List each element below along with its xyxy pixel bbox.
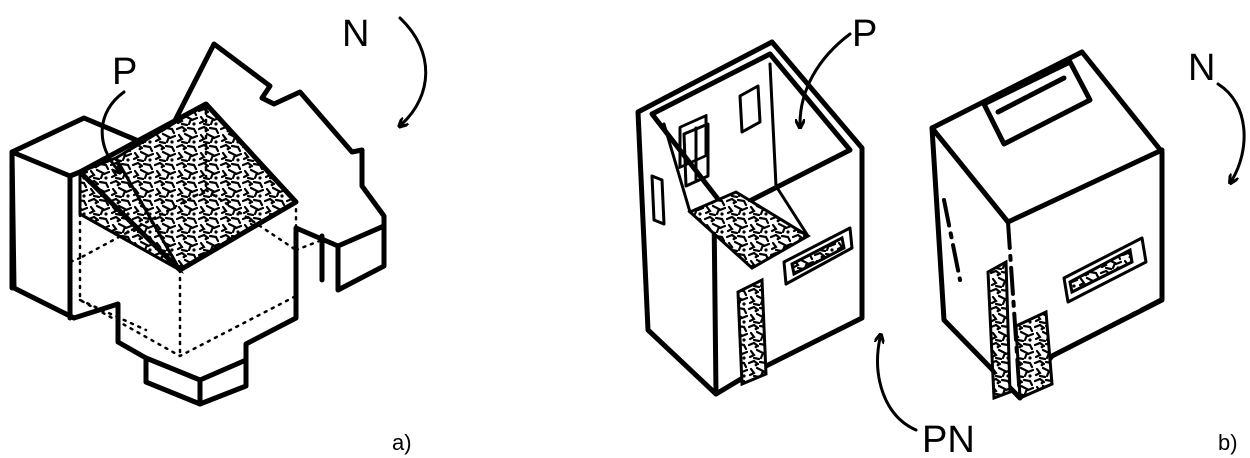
right-wing [319,223,387,283]
building-outline [9,41,387,407]
pn-arrow [878,338,918,432]
house-door [986,259,1012,401]
p-arrow-b [800,32,852,124]
label-p: P [112,51,137,93]
n-arrow [400,16,428,124]
open-room-sketch [635,39,865,397]
skylight [981,59,1093,147]
bottom-wing [143,355,249,407]
house-roof-edge [929,125,1165,225]
n-arrow-b [1216,82,1246,180]
figure-b: P PN N b) [635,13,1246,458]
room-window [782,226,854,286]
room-outline [635,39,865,397]
room-front-corner [711,207,719,397]
room-door [736,277,768,387]
figure-a: P N a) [9,13,428,455]
inner-wall-right [768,62,810,238]
courtyard-building-sketch [9,41,387,407]
room-floor [687,190,811,270]
inner-window-1-shape [682,122,710,188]
inner-wall-left [662,122,692,214]
closed-house-sketch [929,49,1165,401]
house-window-texture [1068,247,1134,295]
side-window-shape [650,174,666,226]
house-base-edge [1058,298,1162,354]
caption-a: a) [392,430,412,455]
house-side-edge [942,198,962,282]
label-n-b: N [1188,47,1215,89]
inner-window-2-shape [738,84,762,134]
caption-b: b) [1218,430,1238,455]
label-pn: PN [922,419,975,458]
label-p-b: P [852,13,877,55]
house-door-2 [1014,309,1054,401]
p-arrow [100,90,126,170]
hidden-courtyard-volume [68,102,324,358]
label-n: N [342,13,369,55]
room-window-texture [790,235,846,277]
inner-window-1 [678,114,708,169]
house-window [1062,236,1148,304]
